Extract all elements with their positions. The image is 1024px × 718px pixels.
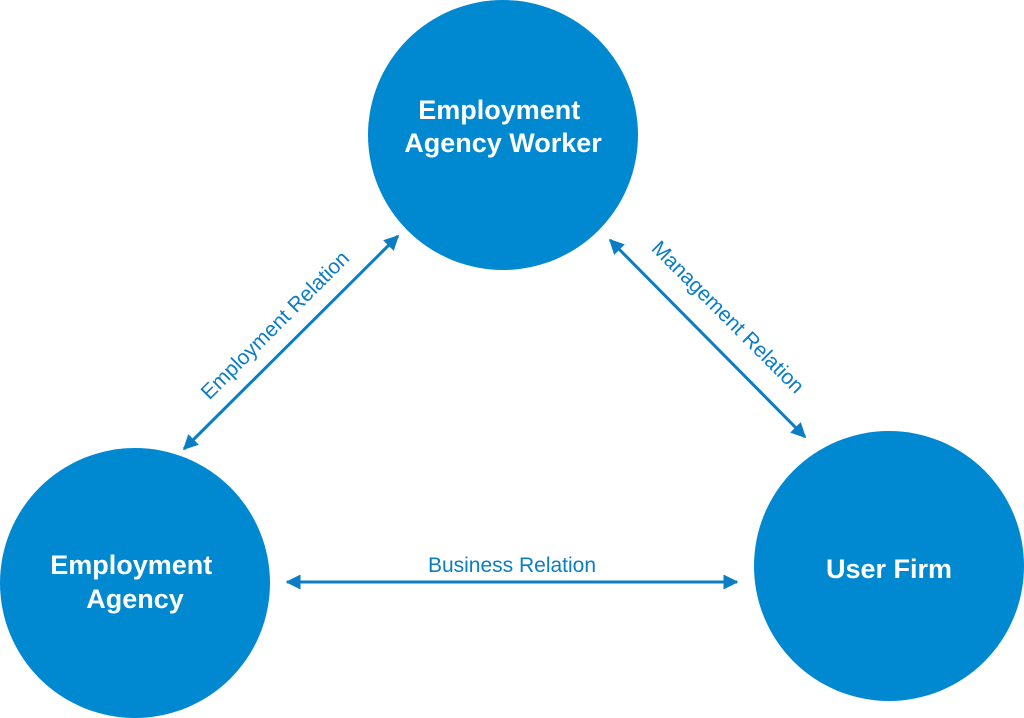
node-user-firm: User Firm [754, 431, 1024, 701]
firm-label: User Firm [826, 554, 952, 584]
management-relation-arrow [608, 238, 807, 439]
management-relation-label: Management Relation [647, 237, 809, 399]
employment-relation-arrow [182, 234, 400, 451]
svg-text:Employment Agency Worker: Employment Agency Worker [404, 95, 602, 158]
worker-label-line1: Employment [418, 95, 580, 125]
employment-relation-label: Employment Relation [197, 247, 354, 404]
edge-employment-relation: Employment Relation [182, 234, 400, 451]
node-employment-agency-worker: Employment Agency Worker [368, 0, 638, 270]
svg-text:Employment Agency: Employment Agency [50, 550, 220, 614]
agency-label-line2: Agency [86, 584, 184, 614]
edge-business-relation: Business Relation [285, 554, 739, 590]
business-relation-label: Business Relation [428, 554, 596, 577]
worker-label-line2: Agency Worker [404, 128, 602, 158]
agency-label-line1: Employment [50, 550, 212, 580]
edge-management-relation: Management Relation [608, 237, 809, 439]
node-employment-agency: Employment Agency [0, 448, 270, 718]
